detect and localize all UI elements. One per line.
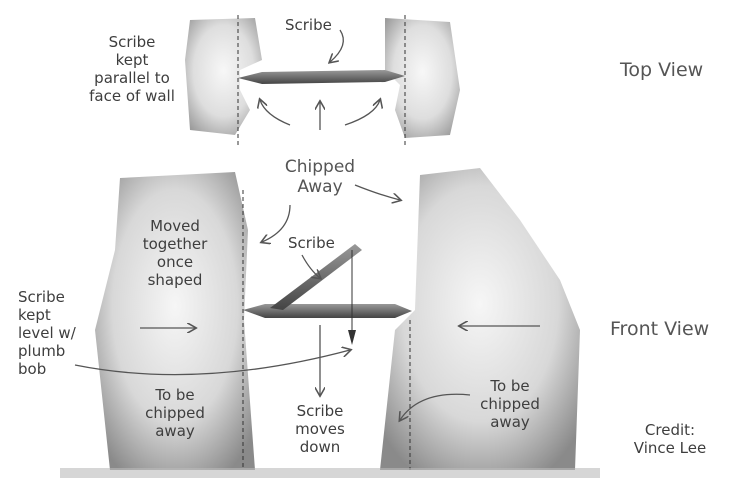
chipped-away-label: Chipped Away bbox=[270, 157, 370, 197]
chip-line: chipped bbox=[480, 395, 540, 413]
top-scribe-label: Scribe bbox=[285, 16, 332, 34]
front-view-title: Front View bbox=[610, 318, 710, 340]
moves-line: moves bbox=[295, 420, 345, 438]
chip-line: chipped bbox=[145, 404, 205, 422]
level-line: kept bbox=[18, 306, 51, 324]
moved-line: together bbox=[142, 235, 208, 253]
chip-line: away bbox=[490, 413, 530, 431]
front-scribe-label: Scribe bbox=[288, 234, 335, 252]
credit: Credit: Vince Lee bbox=[625, 421, 715, 457]
right-chip-label: To be chipped away bbox=[470, 377, 550, 431]
note-line: parallel to bbox=[94, 69, 170, 87]
level-line: Scribe bbox=[18, 288, 65, 306]
credit-line: Credit: bbox=[644, 421, 696, 439]
note-line: face of wall bbox=[89, 87, 175, 105]
note-line: Scribe bbox=[108, 33, 156, 51]
level-note: Scribe kept level w/ plumb bob bbox=[18, 288, 76, 378]
moved-line: Moved bbox=[150, 217, 200, 235]
level-line: level w/ bbox=[18, 324, 76, 342]
top-right-stone bbox=[385, 18, 460, 138]
chip-line: away bbox=[155, 422, 195, 440]
chipped-line: Away bbox=[297, 177, 343, 197]
top-view-title: Top View bbox=[620, 59, 704, 81]
chip-line: To be bbox=[490, 377, 530, 395]
top-left-stone bbox=[185, 18, 262, 135]
level-line: bob bbox=[18, 360, 47, 378]
left-chip-label: To be chipped away bbox=[135, 386, 215, 440]
right-stone bbox=[380, 168, 580, 470]
moves-line: down bbox=[299, 438, 341, 456]
top-scribe bbox=[238, 70, 405, 84]
left-stone bbox=[95, 172, 255, 470]
front-scribe bbox=[243, 304, 412, 318]
chip-line: To be bbox=[155, 386, 195, 404]
moves-line: Scribe bbox=[296, 402, 344, 420]
credit-line: Vince Lee bbox=[633, 439, 707, 457]
diagonal-stick bbox=[270, 244, 362, 310]
moved-together-label: Moved together once shaped bbox=[130, 217, 220, 289]
plumb-bob bbox=[348, 330, 356, 345]
parallel-note: Scribe kept parallel to face of wall bbox=[82, 33, 182, 105]
moved-line: shaped bbox=[147, 271, 203, 289]
chipped-line: Chipped bbox=[284, 157, 356, 177]
level-line: plumb bbox=[18, 342, 66, 360]
moved-line: once bbox=[156, 253, 194, 271]
moves-down-label: Scribe moves down bbox=[280, 402, 360, 456]
note-line: kept bbox=[115, 51, 149, 69]
